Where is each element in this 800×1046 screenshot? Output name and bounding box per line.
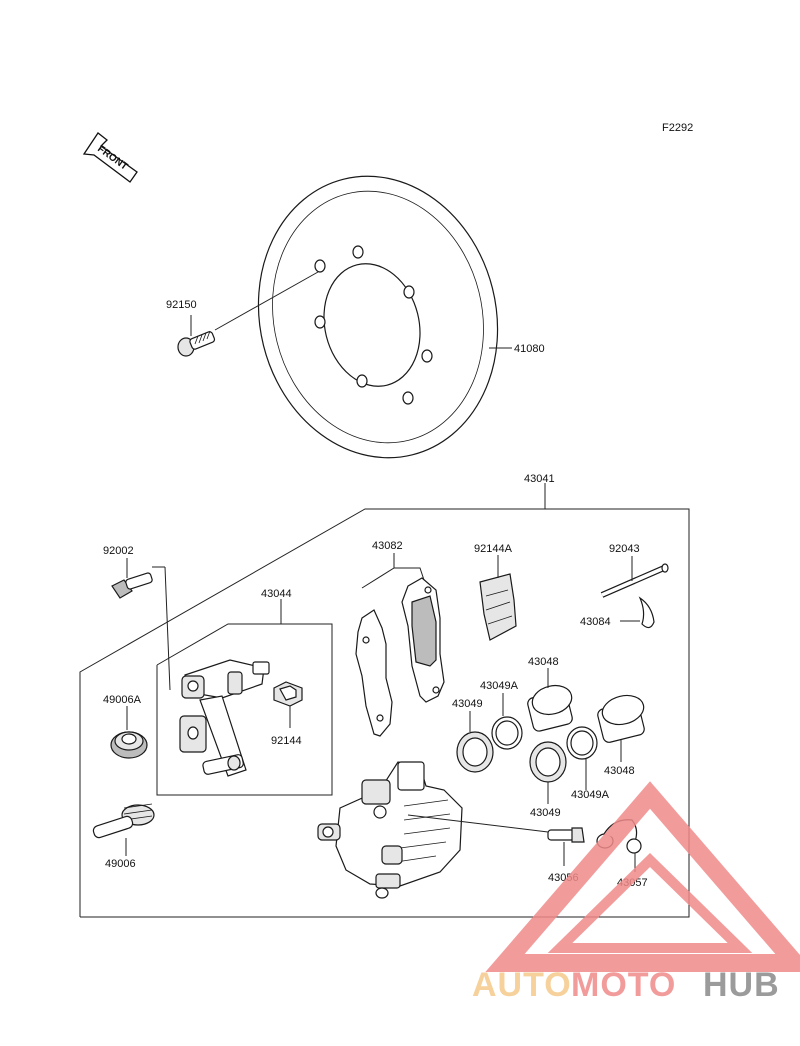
rubber-boot [110,706,148,759]
brake-pad-inner [355,609,393,737]
label-disc: 41080 [514,343,545,355]
watermark-text-hub: HUB [703,966,780,1004]
bracket-assembly-outline [156,599,333,796]
figure-code: F2292 [662,122,693,134]
piston-left [527,668,573,732]
label-piston-right: 43048 [604,765,635,777]
slide-pin [92,803,155,856]
label-slide-pin: 49006 [105,858,136,870]
label-boot-a: 49006A [103,694,142,706]
caliper-bracket [179,659,270,777]
watermark-text-moto: MOTO [571,966,676,1004]
label-seal-left: 43049 [452,698,483,710]
pad-spring [479,555,517,641]
seal-a-left [491,693,523,750]
brake-disc [257,175,512,459]
label-pad-set: 43082 [372,540,403,552]
label-bleeder-bolt: 92002 [103,545,134,557]
label-pin-clip: 43084 [580,616,611,628]
brake-pad-outer [401,577,445,703]
label-pad-pin: 92043 [609,543,640,555]
seal-left [456,711,494,773]
spring-clip [273,681,303,728]
label-bracket-assy: 43044 [261,588,292,600]
label-pad-spring: 92144A [474,543,513,555]
label-seal-a-right: 43049A [571,789,610,801]
pin-clip [620,596,655,629]
label-spring-clip: 92144 [271,735,302,747]
watermark-logo: AUTO MOTO HUB [472,781,800,1004]
bleeder-bolt [111,558,171,691]
seal-right [529,741,567,804]
seal-a-right [566,726,598,790]
bleeder-valve [547,827,585,866]
label-rotor-bolt: 92150 [166,299,197,311]
label-caliper-assy: 43041 [524,473,555,485]
rotor-bolt [177,271,319,357]
label-seal-a-left: 43049A [480,680,519,692]
label-piston-left: 43048 [528,656,559,668]
label-seal-right: 43049 [530,807,561,819]
front-arrow-icon: FRONT [82,132,138,183]
piston-right [597,694,645,762]
watermark-text-auto: AUTO [472,966,572,1004]
caliper-body [317,761,549,899]
pad-pin [600,556,669,598]
